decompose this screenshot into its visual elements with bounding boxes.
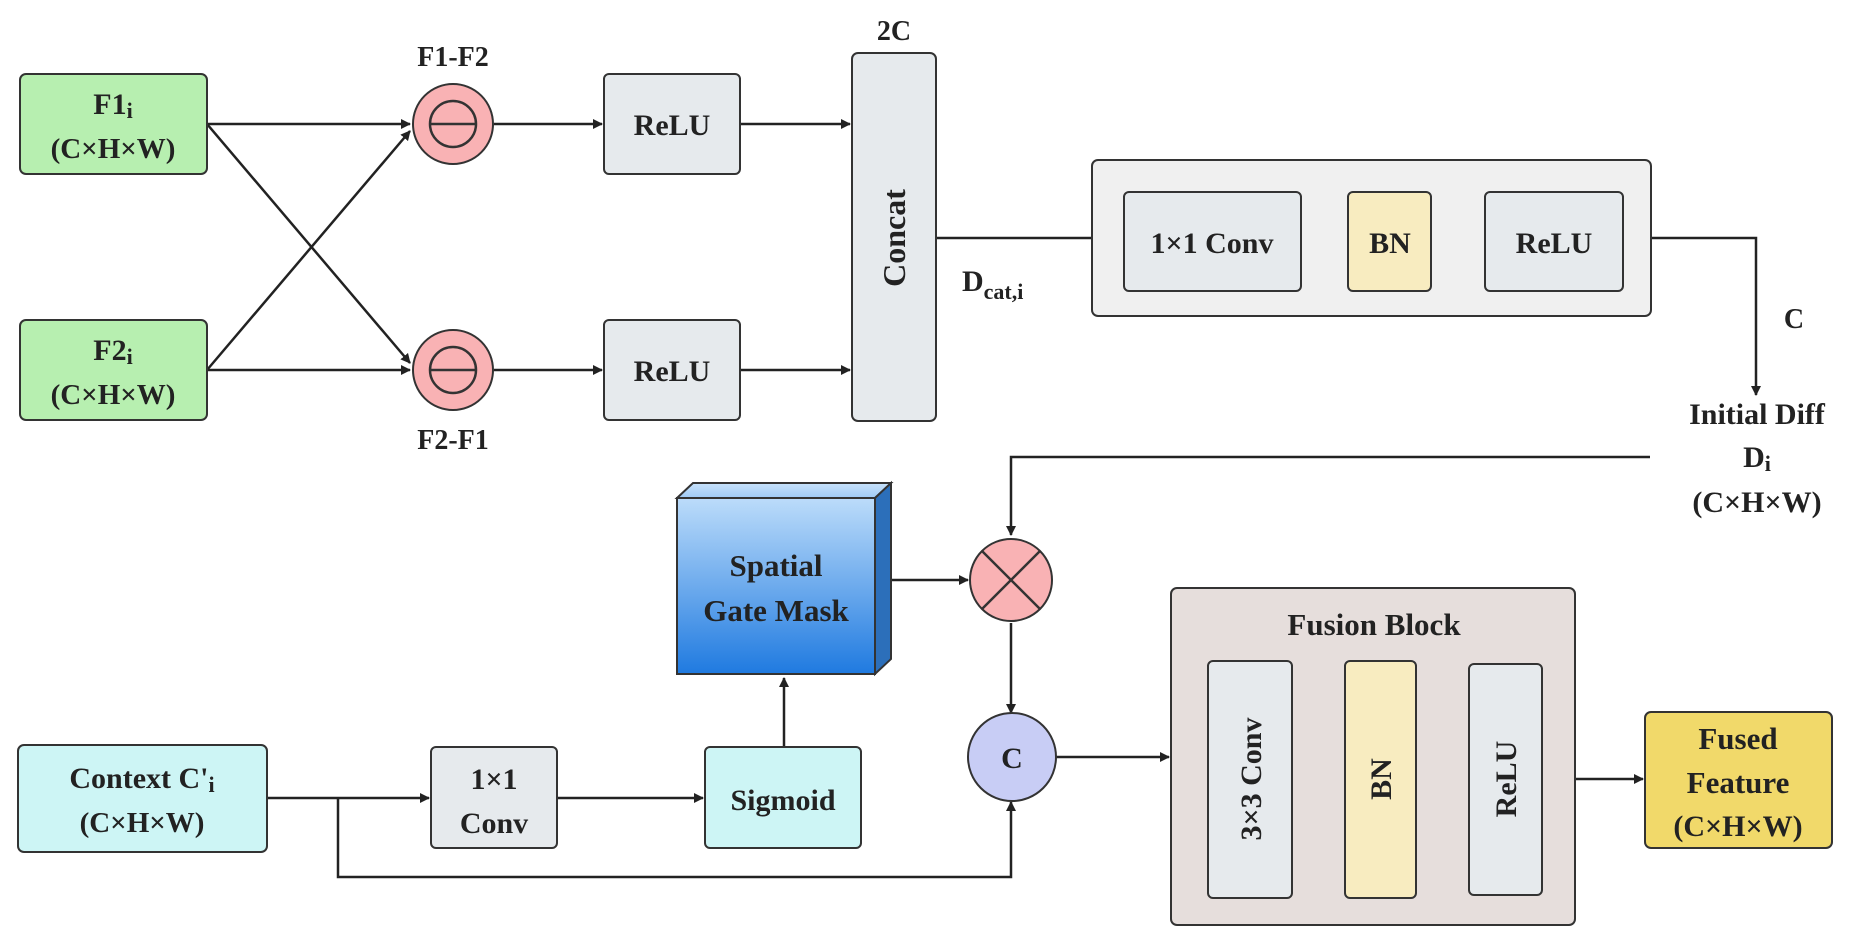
input-f2-name: F2i [93,334,132,369]
gate-conv-line2: Conv [460,807,528,840]
fusion-block: Fusion Block 3×3 Conv BN ReLU [1170,587,1576,926]
input-f1: F1i (C×H×W) [19,73,208,175]
relu-bottom-label: ReLU [634,355,711,388]
fusion-block-title: Fusion Block [1287,607,1461,642]
fusion-relu-label: ReLU [1490,741,1523,818]
subtract-node-f2-f1 [412,329,494,411]
output-line1: Fused [1698,721,1777,756]
mask-label-line2: Gate Mask [703,593,849,628]
input-f1-shape: (C×H×W) [51,133,176,165]
edge-convblock-to-diff [1651,236,1761,396]
mask-label-line1: Spatial [729,548,822,583]
concat-c-label: C [1001,742,1023,775]
bn-box: BN [1347,191,1432,292]
input-f1-name: F1i [93,88,132,123]
output-line2: Feature [1687,765,1790,800]
relu-label: ReLU [1516,227,1593,260]
relu-box: ReLU [1484,191,1624,292]
edge-context-skip [336,798,1016,879]
conv-bn-relu-panel: 1×1 Conv BN ReLU [1091,159,1652,317]
input-f2: F2i (C×H×W) [19,319,208,421]
label-f2-minus-f1: F2-F1 [417,425,489,456]
relu-top-label: ReLU [634,109,711,142]
initial-diff-label: Initial Diff Di (C×H×W) [1689,398,1826,519]
concat-c-node: C [967,712,1057,802]
output-shape: (C×H×W) [1673,810,1802,843]
edge-diff-to-multiply [1006,455,1650,536]
fusion-bn-label: BN [1365,758,1398,800]
sigmoid-label: Sigmoid [730,784,835,817]
out-channels-label: C [1784,304,1804,335]
label-f1-minus-f2: F1-F2 [417,42,489,73]
initial-diff-shape: (C×H×W) [1692,486,1821,519]
edge-f1-to-sub2 [206,123,411,364]
fusion-conv-3x3: 3×3 Conv [1207,660,1293,899]
sigmoid-box: Sigmoid [704,746,862,849]
subtract-node-f1-f2 [412,83,494,165]
dcat-label: Dcat,i [962,265,1023,304]
gate-conv-1x1: 1×1 Conv [430,746,558,849]
initial-diff-line1: Initial Diff [1689,398,1826,431]
concat-label: Concat [876,189,912,287]
spatial-gate-mask: Spatial Gate Mask [674,480,894,677]
gate-conv-line1: 1×1 [470,763,517,796]
bn-label: BN [1369,227,1411,260]
input-f2-shape: (C×H×W) [51,379,176,411]
input-context-shape: (C×H×W) [80,807,205,839]
multiply-node [969,538,1053,622]
output-fused-feature: Fused Feature (C×H×W) [1644,711,1833,849]
input-context-name: Context C'i [69,762,214,797]
conv-1x1-label: 1×1 Conv [1151,227,1274,260]
conv-1x1-box: 1×1 Conv [1123,191,1302,292]
input-context: Context C'i (C×H×W) [17,744,268,853]
connections [206,119,1761,879]
edge-f2-to-sub1 [206,130,411,371]
relu-top: ReLU [603,73,741,175]
concat-block: Concat [851,52,937,422]
fusion-bn: BN [1344,660,1417,899]
fusion-conv-label: 3×3 Conv [1235,718,1268,841]
initial-diff-name: Di [1743,441,1771,476]
relu-bottom: ReLU [603,319,741,421]
concat-channels-label: 2C [877,16,911,47]
fusion-relu: ReLU [1468,663,1543,896]
